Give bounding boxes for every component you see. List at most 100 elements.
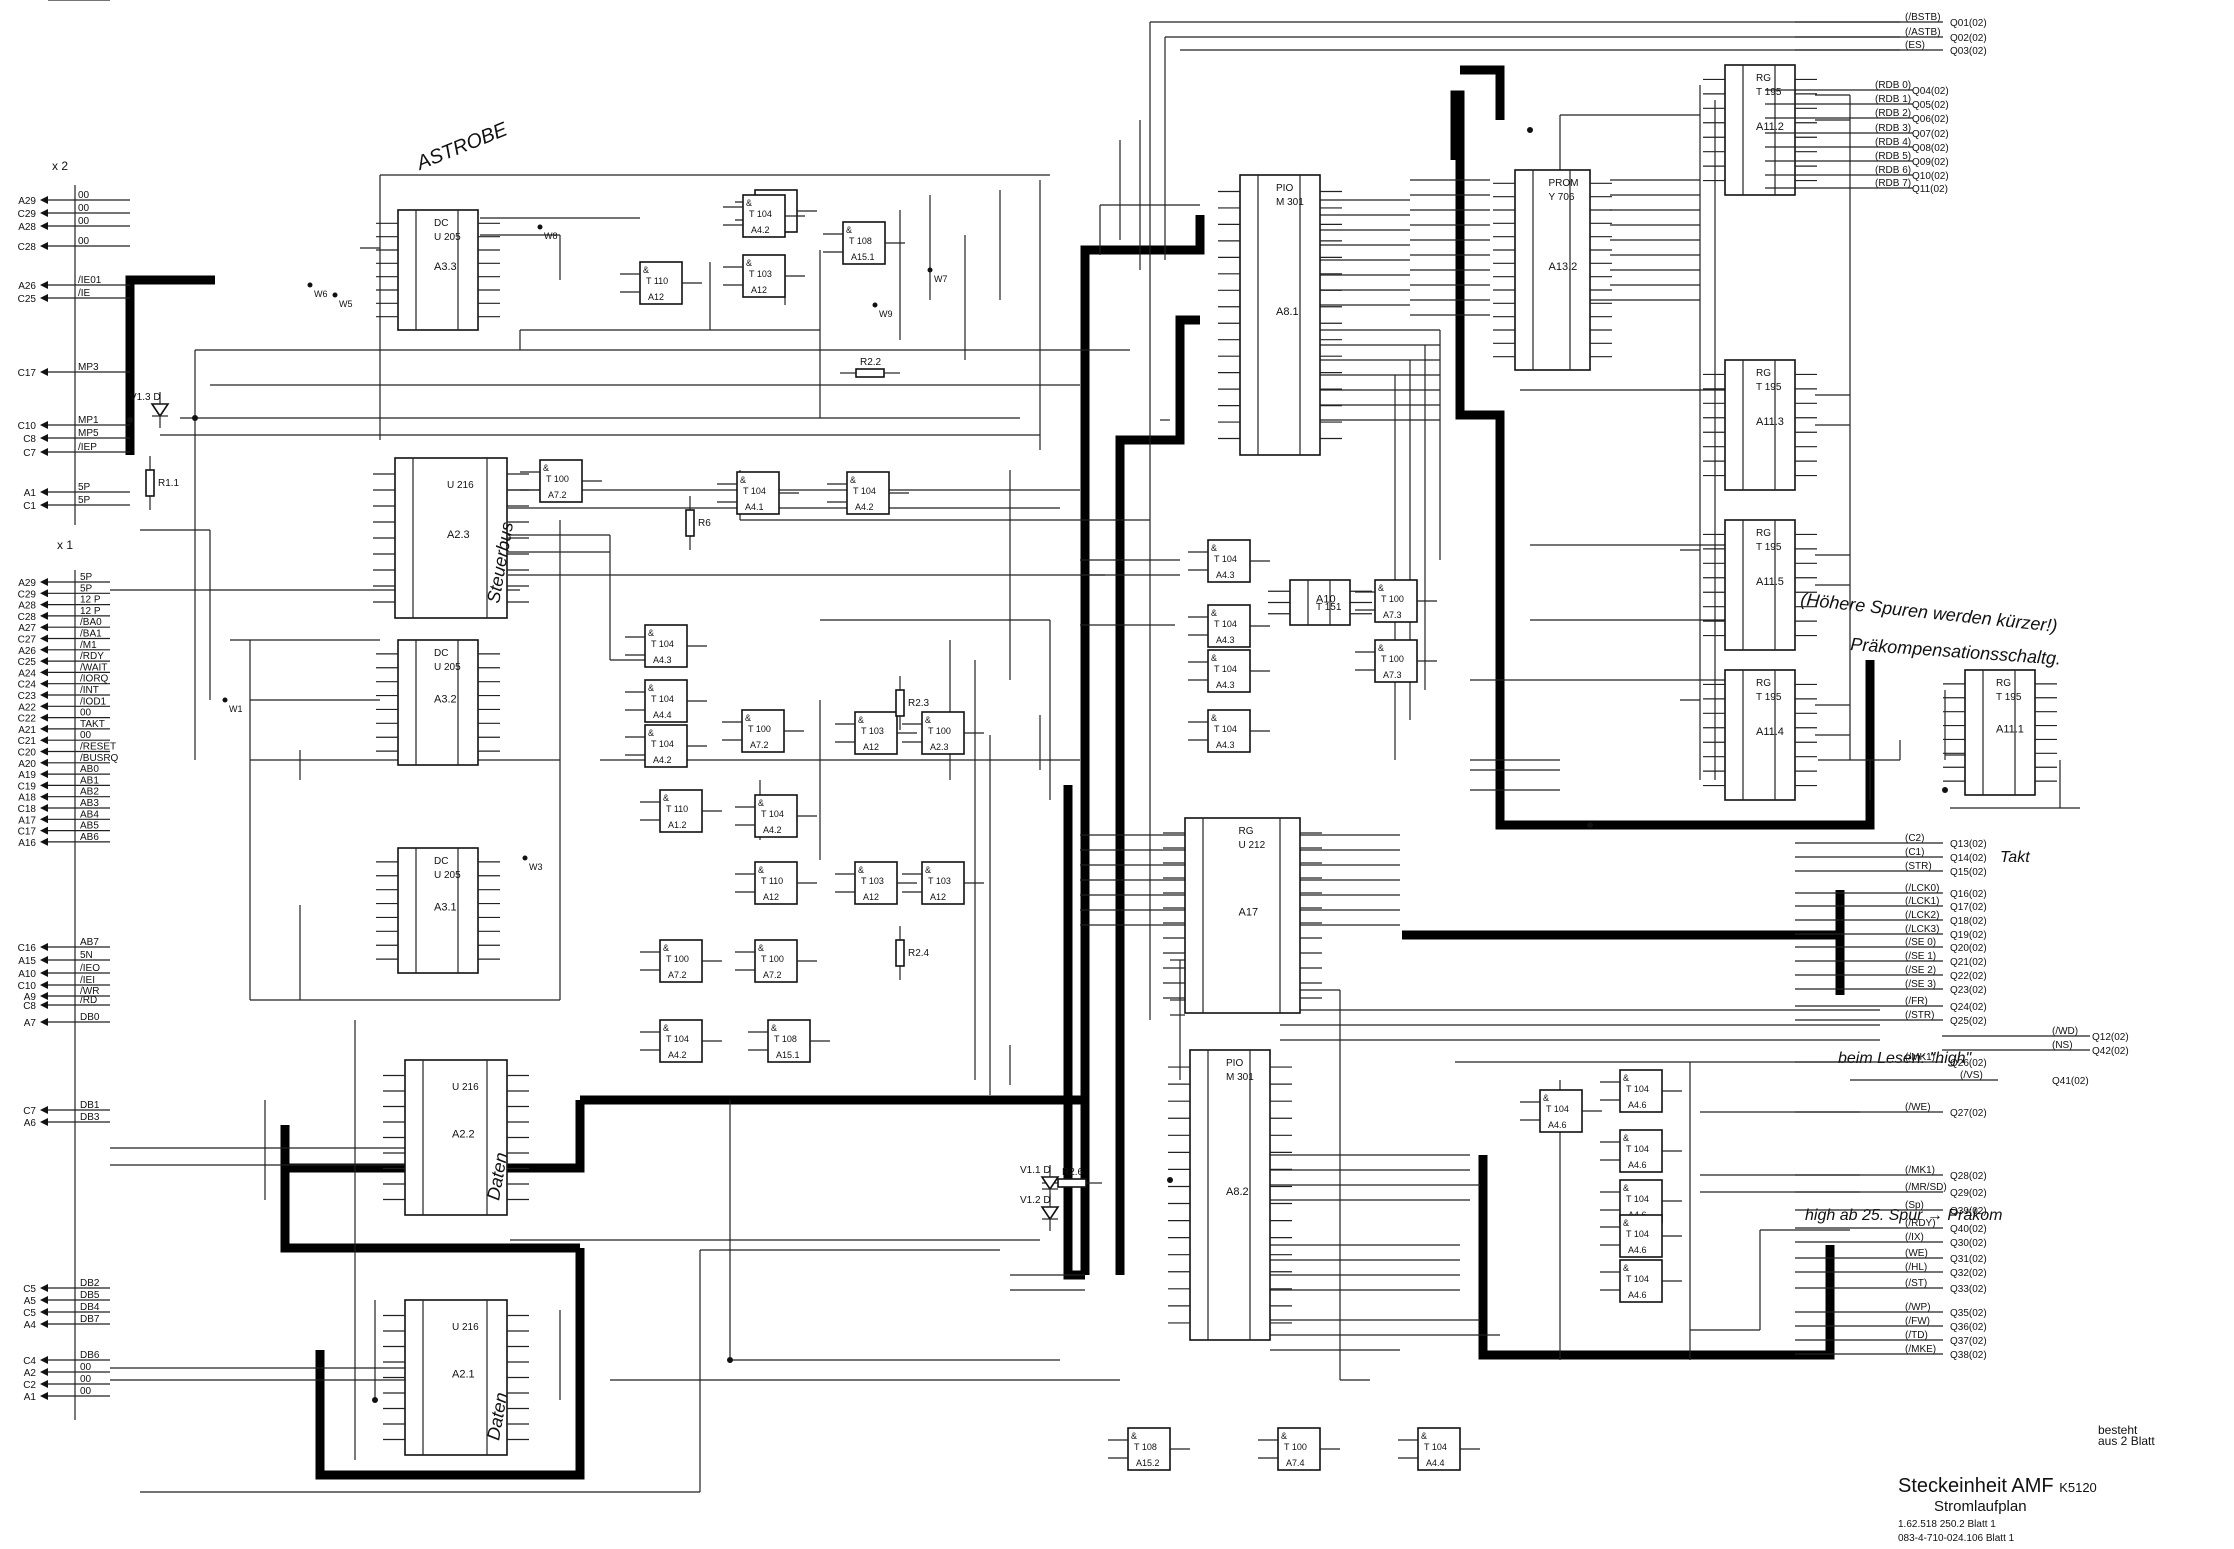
passive-label: W1 xyxy=(229,704,243,714)
connector-pin-number: A26 xyxy=(18,646,36,657)
output-pin: Q27(02) xyxy=(1950,1108,1987,1119)
gate-symbol: & xyxy=(1623,1133,1629,1143)
connector-pin-signal: /BA1 xyxy=(80,629,102,640)
connector-pin-number: C28 xyxy=(18,612,37,623)
connector-pin-number: C17 xyxy=(18,827,37,838)
output-signal: (/SE 2) xyxy=(1905,965,1936,976)
connector-pin-number: C10 xyxy=(18,421,37,432)
output-signal: (C2) xyxy=(1905,833,1924,844)
output-signal: (C1) xyxy=(1905,847,1924,858)
gate-symbol: & xyxy=(850,475,856,485)
output-pin: Q40(02) xyxy=(1950,1224,1987,1235)
connector-pin-number: A18 xyxy=(18,793,36,804)
pin-arrow-icon xyxy=(40,837,48,846)
pin-arrow-icon xyxy=(40,645,48,654)
connector-pin-number: C10 xyxy=(18,981,37,992)
connector-pin-signal: /INT xyxy=(80,685,99,696)
chip-body xyxy=(1724,64,1796,196)
connector-pin-signal: 5P xyxy=(80,572,93,583)
gate-body xyxy=(644,624,688,668)
pin-arrow-icon xyxy=(40,747,48,756)
gate-symbol: & xyxy=(925,715,931,725)
connector-x2-label: x 2 xyxy=(52,159,68,173)
pin-arrow-icon xyxy=(40,1368,48,1376)
output-pin: Q20(02) xyxy=(1950,943,1987,954)
chip-ref: A2.1 xyxy=(452,1369,475,1381)
gate-symbol: & xyxy=(1378,583,1384,593)
gate-symbol: & xyxy=(1623,1183,1629,1193)
passive-r1-1: R1.1 xyxy=(145,456,180,510)
chip-kind: PIO xyxy=(1226,1058,1243,1069)
gate-symbol: & xyxy=(740,475,746,485)
gate-body xyxy=(659,1019,703,1063)
pin-arrow-icon xyxy=(40,956,48,964)
output-pin: Q33(02) xyxy=(1950,1284,1987,1295)
gate-type: T 100 xyxy=(1381,594,1404,604)
connector-x1: x 1 xyxy=(57,538,76,1420)
connector-pin-number: A27 xyxy=(18,623,36,634)
connector-pin-number: C18 xyxy=(18,804,37,815)
passive-w8: W8 xyxy=(537,224,558,241)
output-pin: Q09(02) xyxy=(1912,157,1949,168)
chip-ref: A2.3 xyxy=(447,529,470,541)
gate-type: T 100 xyxy=(666,954,689,964)
gate-body xyxy=(659,789,703,833)
gate-body xyxy=(659,939,703,983)
gate-type: T 100 xyxy=(761,954,784,964)
gate-body xyxy=(1374,579,1418,623)
annotation-hoehere-spuren: (Höhere Spuren werden kürzer!) xyxy=(1800,589,2059,636)
sheet-note: besteht aus 2 Blatt xyxy=(2098,1423,2155,1448)
pin-arrow-icon xyxy=(40,679,48,688)
chip-kind: RG xyxy=(1756,528,1771,539)
connector-pin-signal: MP5 xyxy=(78,428,99,439)
gate-ref: A4.6 xyxy=(1628,1245,1647,1255)
passive-label: R6 xyxy=(698,518,711,529)
pin-arrow-icon xyxy=(40,634,48,643)
gate-ref: A4.3 xyxy=(1216,740,1235,750)
gate-type: T 104 xyxy=(743,486,766,496)
connector-pin-signal: DB4 xyxy=(80,1302,100,1313)
chip-ref: A11.1 xyxy=(1996,724,2024,736)
gate-type: T 104 xyxy=(666,1034,689,1044)
chip-type: U 212 xyxy=(1239,840,1266,851)
connector-pin-number: C21 xyxy=(18,736,37,747)
gate-type: T 108 xyxy=(1134,1442,1157,1452)
output-pin: Q19(02) xyxy=(1950,930,1987,941)
chip-kind: PROM xyxy=(1549,178,1579,189)
output-pin: Q37(02) xyxy=(1950,1336,1987,1347)
chip-body xyxy=(1724,669,1796,801)
output-pin: Q06(02) xyxy=(1912,114,1949,125)
output-signal: (/MKE) xyxy=(1905,1344,1936,1355)
chip-body xyxy=(1189,1049,1271,1341)
gate-type: T 104 xyxy=(1626,1274,1649,1284)
connector-pin-number: C2 xyxy=(23,1380,36,1391)
connector-pin-number: A9 xyxy=(24,992,37,1003)
gate-ref: A4.6 xyxy=(1628,1290,1647,1300)
output-pin: Q29(02) xyxy=(1950,1188,1987,1199)
output-signal: (ES) xyxy=(1905,40,1925,51)
annotation-praekompensation: Präkompensationsschaltg. xyxy=(1850,634,2062,669)
gate-ref: A7.2 xyxy=(763,970,782,980)
connector-pin-signal: 12 P xyxy=(80,595,101,606)
chip-type: U 216 xyxy=(452,1322,479,1333)
pin-arrow-icon xyxy=(40,281,48,289)
output-pin: Q05(02) xyxy=(1912,100,1949,111)
connector-pin-signal: /RD xyxy=(80,995,97,1006)
connector-pin-number: A1 xyxy=(24,1392,37,1403)
connector-pin-signal: DB1 xyxy=(80,1100,100,1111)
gate-ref: A4.2 xyxy=(668,1050,687,1060)
output-pin: Q41(02) xyxy=(2052,1076,2089,1087)
